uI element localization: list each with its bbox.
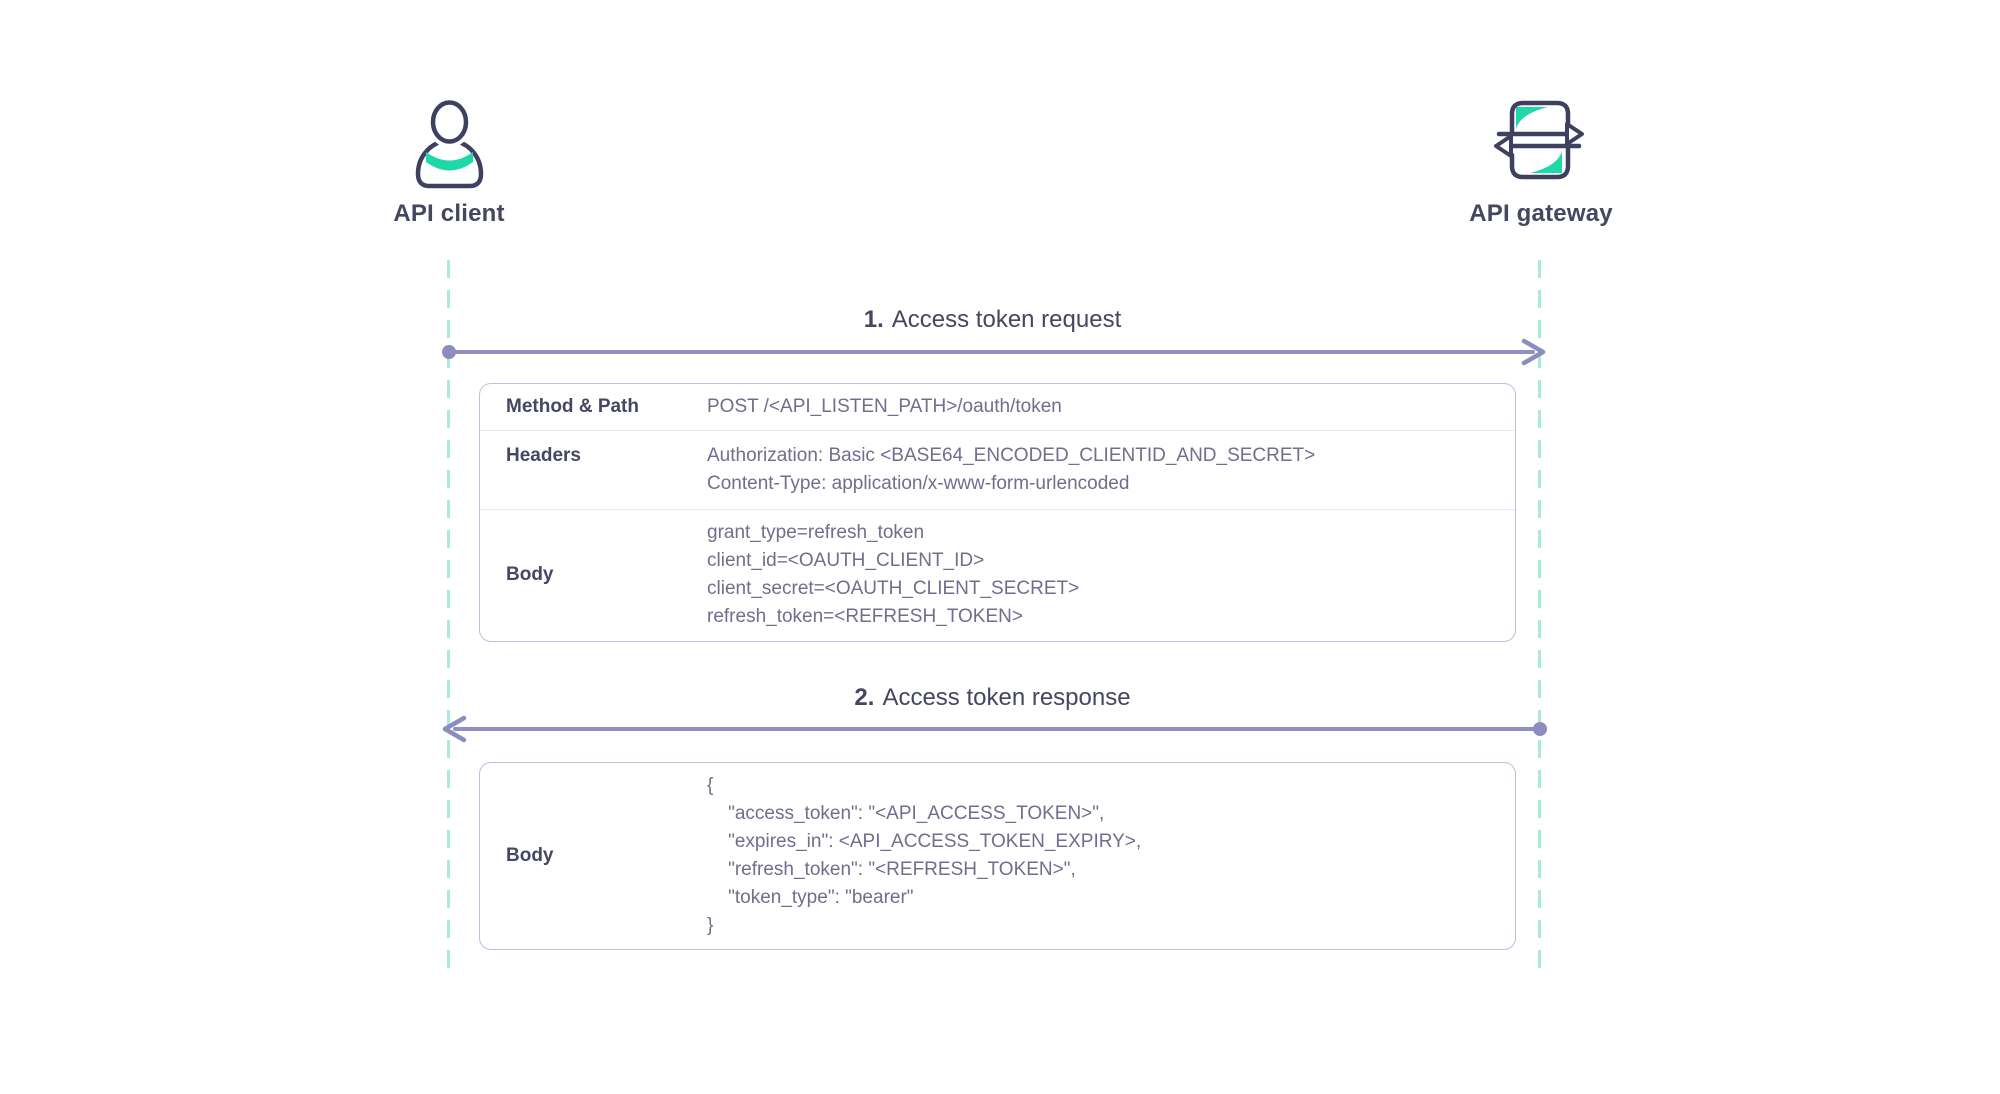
value-line: "refresh_token": "<REFRESH_TOKEN>", xyxy=(707,859,1076,880)
value-line: Content-Type: application/x-www-form-url… xyxy=(707,473,1130,494)
api-gateway-icon xyxy=(1490,98,1588,182)
value-line: client_id=<OAUTH_CLIENT_ID> xyxy=(707,550,985,571)
request-details-table: Method & Path POST /<API_LISTEN_PATH>/oa… xyxy=(479,383,1516,642)
row-label: Body xyxy=(506,845,554,866)
message-1-arrow-line xyxy=(449,350,1535,354)
value-line: client_secret=<OAUTH_CLIENT_SECRET> xyxy=(707,578,1080,599)
value-line: Authorization: Basic <BASE64_ENCODED_CLI… xyxy=(707,445,1316,466)
row-value: grant_type=refresh_token client_id=<OAUT… xyxy=(707,519,1515,631)
gateway-lifeline xyxy=(1538,260,1541,972)
message-1-title: Access token request xyxy=(891,306,1122,333)
table-row-body: Body grant_type=refresh_token client_id=… xyxy=(480,509,1515,641)
message-2-number: 2. xyxy=(854,684,875,711)
value-line: "expires_in": <API_ACCESS_TOKEN_EXPIRY>, xyxy=(707,831,1142,852)
row-value: Authorization: Basic <BASE64_ENCODED_CLI… xyxy=(707,442,1515,498)
row-value: POST /<API_LISTEN_PATH>/oauth/token xyxy=(707,394,1515,419)
client-lifeline xyxy=(447,260,450,972)
value-line: "token_type": "bearer" xyxy=(707,887,914,908)
row-label: Headers xyxy=(506,445,581,466)
arrowhead-right-icon xyxy=(1517,337,1547,372)
message-2-label: 2. Access token response xyxy=(449,684,1536,712)
table-row-headers: Headers Authorization: Basic <BASE64_ENC… xyxy=(480,430,1515,509)
value-line: "access_token": "<API_ACCESS_TOKEN>", xyxy=(707,803,1105,824)
message-2-arrow-line xyxy=(453,727,1539,731)
message-1-label: 1. Access token request xyxy=(449,306,1536,334)
value-line: } xyxy=(707,915,714,936)
value-line: { xyxy=(707,775,714,796)
row-value: { "access_token": "<API_ACCESS_TOKEN>", … xyxy=(707,772,1515,940)
actor-gateway-label: API gateway xyxy=(1469,200,1613,227)
message-2-origin-dot xyxy=(1533,722,1547,736)
message-2-title: Access token response xyxy=(882,684,1131,711)
table-row-body: Body { "access_token": "<API_ACCESS_TOKE… xyxy=(480,763,1515,949)
value-line: grant_type=refresh_token xyxy=(707,522,925,543)
value-line: refresh_token=<REFRESH_TOKEN> xyxy=(707,606,1023,627)
user-icon xyxy=(412,96,487,189)
actor-client-label: API client xyxy=(393,200,505,227)
response-details-table: Body { "access_token": "<API_ACCESS_TOKE… xyxy=(479,762,1516,950)
row-label: Body xyxy=(506,564,554,585)
message-1-number: 1. xyxy=(863,306,884,333)
table-row-method-path: Method & Path POST /<API_LISTEN_PATH>/oa… xyxy=(480,384,1515,430)
arrowhead-left-icon xyxy=(441,714,471,749)
row-label: Method & Path xyxy=(506,396,639,417)
value-line: POST /<API_LISTEN_PATH>/oauth/token xyxy=(707,396,1062,417)
